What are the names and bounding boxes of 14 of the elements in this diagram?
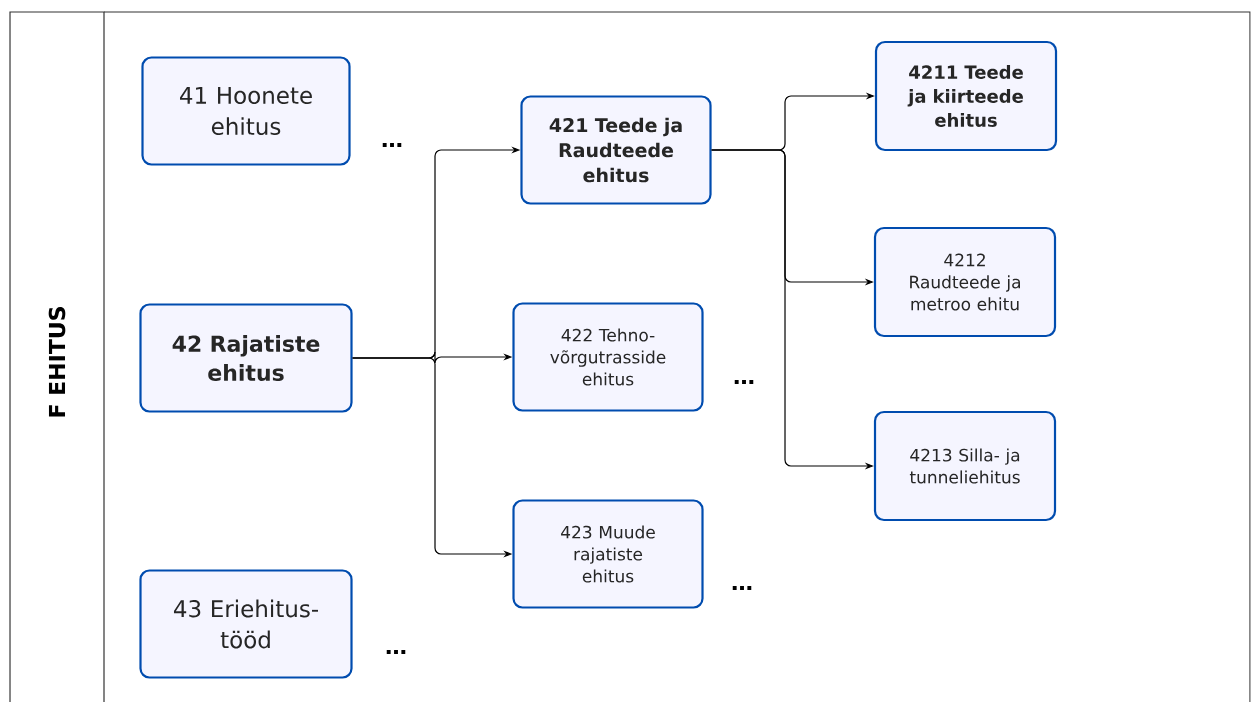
category-box: 42 Rajatiste ehitus [139,303,353,413]
category-box: 4211 Teede ja kiirteede ehitus [874,40,1058,152]
ellipsis: … [386,649,406,655]
ellipsis: … [734,379,754,385]
category-box: 43 Eriehitus-tööd [139,569,353,679]
category-box: 4213 Silla- ja tunneliehitus [873,410,1057,522]
category-box: 4212 Raudteede ja metroo ehitu [873,226,1057,338]
ellipsis: … [732,585,752,591]
ellipsis: … [382,142,402,148]
category-box: 423 Muude rajatiste ehitus [512,499,704,609]
category-band: F EHITUS [9,11,105,702]
category-box: 422 Tehno-võrgutrasside ehitus [512,302,704,412]
category-box: 421 Teede ja Raudteede ehitus [520,95,712,205]
category-box: 41 Hoonete ehitus [141,56,351,166]
